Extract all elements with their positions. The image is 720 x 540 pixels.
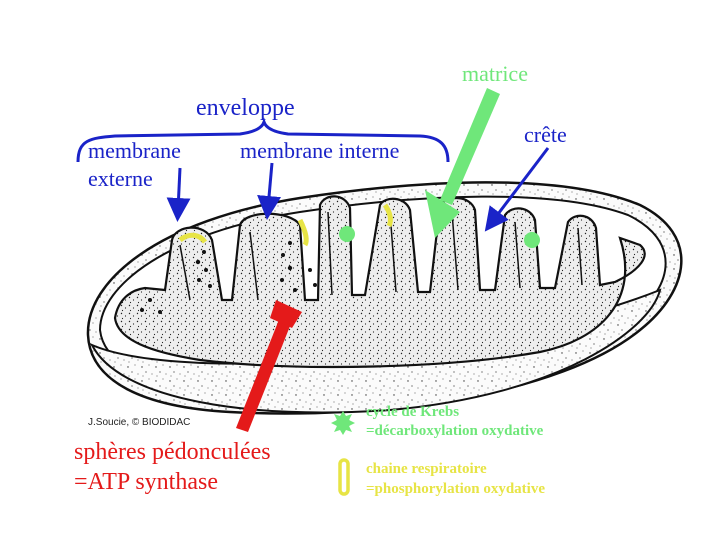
legend-chain-line1: chaine respiratoire [366, 461, 487, 477]
legend-chain-line2: =phosphorylation oxydative [366, 481, 545, 497]
enveloppe-bracket [76, 117, 450, 163]
label-membrane-externe-line2: externe [88, 166, 153, 191]
arrow-membrane-externe [166, 167, 191, 222]
arrow-matrice [425, 88, 500, 238]
label-spheres-pedonculees: sphères pédonculées [74, 439, 271, 465]
inner-membrane-cristae [113, 195, 646, 369]
label-membrane-interne: membrane interne [240, 138, 400, 163]
label-crete: crête [524, 122, 567, 147]
atp-synthase-dots [140, 241, 317, 314]
label-membrane-externe-line1: membrane [88, 138, 181, 163]
credit: J.Soucie, © BIODIDAC [88, 417, 191, 428]
respiratory-chain-marks [178, 203, 393, 247]
legend-krebs-line2: =décarboxylation oxydative [366, 423, 544, 439]
krebs-marks [339, 226, 540, 248]
arrow-crete [484, 147, 550, 232]
arrow-atp-synthase [236, 300, 302, 432]
arrow-membrane-interne [257, 162, 282, 220]
legend-krebs-icon [331, 411, 355, 435]
label-atp-synthase: =ATP synthase [74, 469, 218, 495]
legend-krebs-line1: cycle de Krebs [366, 404, 460, 420]
label-enveloppe: enveloppe [196, 95, 295, 121]
legend-chain-icon [338, 458, 350, 496]
label-matrice: matrice [462, 61, 528, 86]
